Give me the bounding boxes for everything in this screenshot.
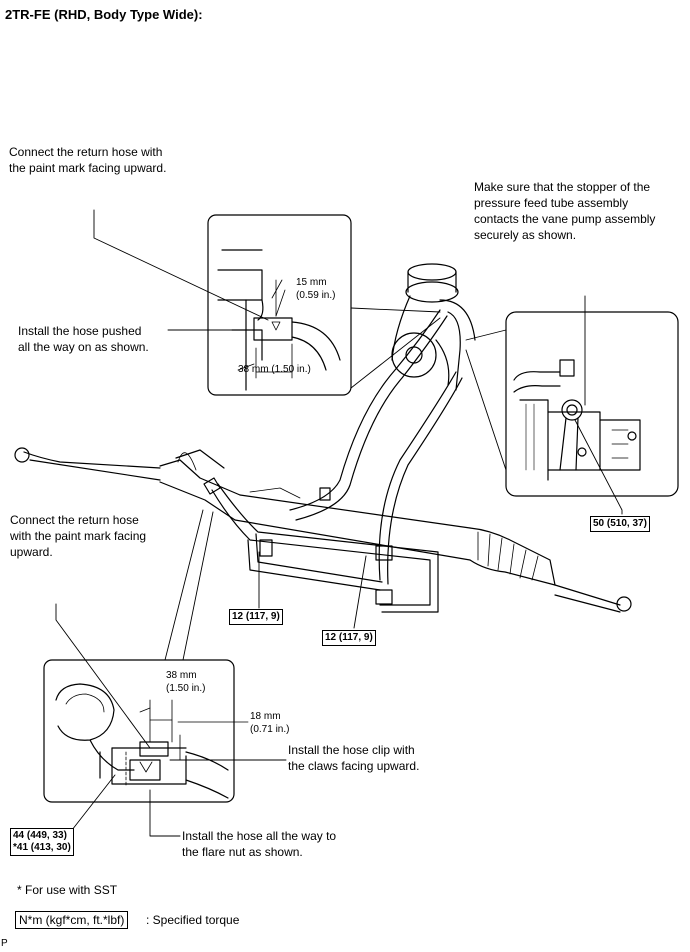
dimension-18mm: 18 mm bbox=[250, 711, 281, 722]
note-return-hose-top: Connect the return hose with the paint m… bbox=[9, 145, 167, 175]
sst-note: * For use with SST bbox=[17, 883, 118, 897]
torque-label-44: 44 (449, 33) bbox=[13, 830, 67, 841]
legend-unit-box: N*m (kgf*cm, ft.*lbf) bbox=[15, 911, 129, 929]
inset-hose-connection-top bbox=[207, 214, 352, 396]
page-title: 2TR-FE (RHD, Body Type Wide): bbox=[5, 7, 203, 22]
note-flare-nut: Install the hose all the way to the flar… bbox=[182, 829, 337, 859]
torque-label-44-41: 44 (449, 33) *41 (413, 30) bbox=[10, 828, 74, 856]
dimension-38mm: 38 mm bbox=[166, 670, 197, 681]
hoses-and-tubes bbox=[203, 309, 463, 613]
dimension-15mm: 15 mm bbox=[296, 277, 327, 288]
inset-pressure-tube-stopper bbox=[505, 311, 679, 497]
legend-unit-description: : Specified torque bbox=[146, 913, 240, 927]
torque-label-50: 50 (510, 37) bbox=[590, 516, 650, 532]
note-return-hose-left: Connect the return hose with the paint m… bbox=[10, 513, 147, 559]
torque-label-41: *41 (413, 30) bbox=[13, 842, 71, 853]
dimension-15mm-in: (0.59 in.) bbox=[296, 290, 336, 301]
note-hose-clip: Install the hose clip with the claws fac… bbox=[288, 743, 420, 773]
note-stopper: Make sure that the stopper of the pressu… bbox=[474, 180, 656, 242]
inset-hose-clip bbox=[43, 659, 235, 803]
torque-label-12-right: 12 (117, 9) bbox=[322, 630, 376, 646]
torque-label-12-left: 12 (117, 9) bbox=[229, 609, 283, 625]
dimension-18mm-in: (0.71 in.) bbox=[250, 724, 290, 735]
dimension-38mm-in: (1.50 in.) bbox=[166, 683, 206, 694]
steering-rack bbox=[14, 447, 632, 613]
note-install-pushed: Install the hose pushed all the way on a… bbox=[18, 324, 149, 354]
dimension-38mm-top: 38 mm (1.50 in.) bbox=[238, 364, 311, 375]
vane-pump bbox=[391, 263, 476, 391]
corner-mark: P bbox=[1, 938, 8, 949]
